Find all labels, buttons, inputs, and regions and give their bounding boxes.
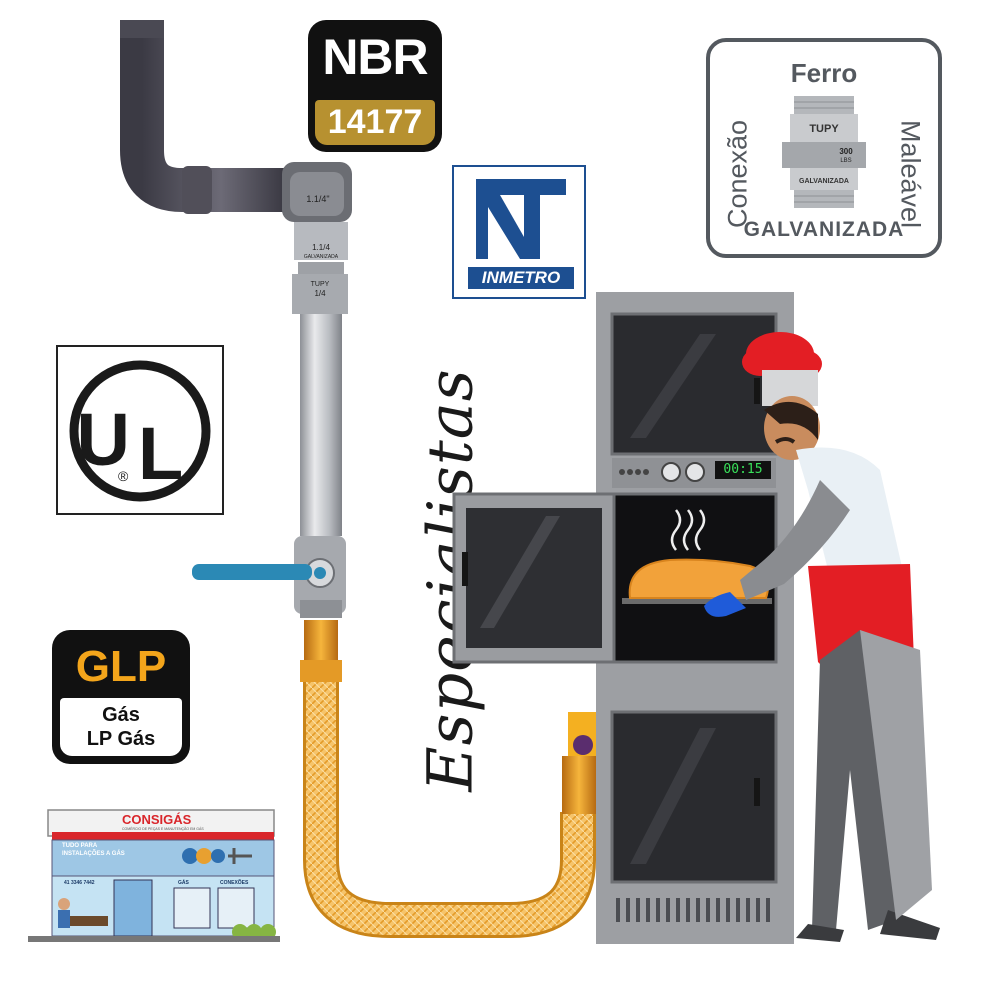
oven-dial-icon xyxy=(661,462,681,482)
store-door xyxy=(113,879,153,937)
galv-fitting-rating-unit: LBS xyxy=(840,158,851,164)
chef-illustration xyxy=(704,332,940,942)
galv-fitting-label: GALVANIZADA xyxy=(799,178,849,185)
silver-pipe xyxy=(300,314,342,536)
ul-badge: U L ® xyxy=(56,345,224,515)
store-brand: CONSIGÁS xyxy=(122,812,192,827)
tee-fitting xyxy=(294,222,348,260)
galvanizada-badge: Ferro Conexão Maleável TUPY 300 LBS GALV… xyxy=(706,38,942,258)
valve-handle xyxy=(192,564,312,580)
brass-connector-top xyxy=(304,620,338,660)
nipple-size: 1/4 xyxy=(314,289,326,298)
braided-hose xyxy=(306,682,593,935)
ul-letter-l: L xyxy=(138,412,183,495)
store-phone: 41 3346 7442 xyxy=(64,880,95,886)
glp-badge: GLP Gás LP Gás xyxy=(52,630,190,764)
store-sign-conexoes: CONEXÕES xyxy=(220,880,249,886)
galv-fitting-brand: TUPY xyxy=(809,123,839,135)
brass-connector-bottom xyxy=(562,756,596,814)
steam-icon xyxy=(670,509,706,551)
store-front xyxy=(28,809,280,942)
chef-arm xyxy=(740,480,850,600)
galv-left-label: Conexão xyxy=(722,119,753,229)
nbr-number: 14177 xyxy=(315,100,435,145)
oven-dial-icon xyxy=(685,462,705,482)
glp-title: GLP xyxy=(75,642,167,691)
glp-line-2: LP Gás xyxy=(86,728,156,750)
store-illustration: CONSIGÁS COMÉRCIO DE PEÇAS E MANUTENÇÃO … xyxy=(28,808,284,948)
store-sign-gas: GÁS xyxy=(178,880,189,886)
galv-fitting-rating: 300 xyxy=(839,147,853,156)
glp-line-1: Gás xyxy=(102,704,140,726)
dark-pipe xyxy=(120,20,300,212)
pipe-coupling xyxy=(182,166,212,214)
oven-illustration xyxy=(452,292,794,944)
top-oven-handle xyxy=(754,378,760,404)
galv-top-label: Ferro xyxy=(790,58,858,88)
ul-logo-icon: U L ® xyxy=(69,360,211,502)
oven-vent xyxy=(616,898,770,922)
store-subtitle: COMÉRCIO DE PEÇAS E MANUTENÇÃO EM GÁS xyxy=(122,827,204,831)
galv-bottom-label: GALVANIZADA xyxy=(743,218,905,241)
inmetro-logo-icon xyxy=(476,179,566,259)
nipple-fitting xyxy=(292,274,348,314)
galv-right-label: Maleável xyxy=(895,119,926,229)
oven-timer: 00:15 xyxy=(715,461,771,479)
galv-fitting-icon: TUPY 300 LBS GALVANIZADA xyxy=(782,96,866,208)
oven-mitt-icon xyxy=(704,592,746,617)
nbr-badge: NBR 14177 xyxy=(308,20,442,152)
elbow-size-label: 1.1/4" xyxy=(306,194,329,204)
inmetro-label: INMETRO xyxy=(468,267,574,289)
nipple-brand: TUPY xyxy=(311,281,330,288)
fitting-galv-label: GALVANIZADA xyxy=(304,254,339,260)
inmetro-badge: INMETRO xyxy=(452,165,586,299)
store-headline: TUDO PARA INSTALAÇÕES A GÁS xyxy=(62,843,125,857)
ul-registered-mark: ® xyxy=(118,468,129,484)
fitting-size-label: 1.1/4 xyxy=(312,243,330,252)
nbr-label: NBR xyxy=(322,29,428,85)
ul-letter-u: U xyxy=(77,398,130,481)
